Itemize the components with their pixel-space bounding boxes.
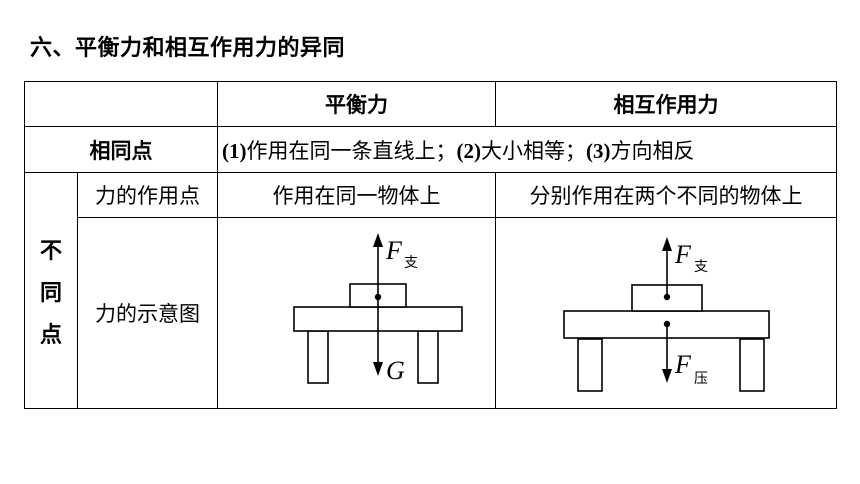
section-heading: 六、平衡力和相互作用力的异同 <box>30 36 346 61</box>
header-row: 平衡力 相互作用力 <box>24 81 837 127</box>
table-leg-left <box>306 330 329 384</box>
force-diagram-label: 力的示意图 <box>77 217 218 409</box>
force-gravity-label: G <box>386 356 405 385</box>
balance-application-point: 作用在同一物体上 <box>217 172 496 218</box>
force-support-label: F <box>674 240 692 269</box>
force-pressure-subscript: 压 <box>694 371 708 387</box>
same-point-1-number: (1) <box>222 138 247 163</box>
same-point-2-text: 大小相等； <box>481 138 586 163</box>
block-contact-dot <box>663 293 671 301</box>
table-leg-left <box>577 338 603 392</box>
same-points-text: (1)作用在同一条直线上；(2)大小相等；(3)方向相反 <box>217 126 837 173</box>
arrow-up-head <box>372 233 383 247</box>
arrow-up-head <box>662 237 672 251</box>
same-point-2-number: (2) <box>456 138 482 163</box>
same-point-1-text: 作用在同一条直线上； <box>246 138 457 163</box>
different-char-3: 点 <box>39 322 62 348</box>
same-point-3-number: (3) <box>586 138 611 163</box>
table-contact-dot <box>663 320 671 328</box>
balance-force-diagram: F 支 G <box>292 233 463 385</box>
interaction-application-point: 分别作用在两个不同的物体上 <box>495 172 837 218</box>
arrow-down-head <box>372 362 383 376</box>
different-char-1: 不 <box>39 238 62 264</box>
force-support-subscript: 支 <box>404 255 418 271</box>
same-point-3-text: 方向相反 <box>610 138 695 163</box>
force-support-label: F <box>385 236 403 265</box>
table-leg-right <box>739 338 765 392</box>
different-char-2: 同 <box>39 280 62 306</box>
table-leg-right <box>416 330 439 384</box>
force-diagram-row: 力的示意图 F 支 G <box>25 217 837 409</box>
header-interaction-force: 相互作用力 <box>495 81 837 127</box>
same-points-row: 相同点 (1)作用在同一条直线上；(2)大小相等；(3)方向相反 <box>24 126 837 173</box>
different-points-label: 不 同 点 <box>24 172 78 409</box>
header-empty-cell <box>24 81 218 127</box>
header-balance-force: 平衡力 <box>217 81 496 127</box>
interaction-diagram-cell: F 支 F 压 <box>495 217 837 409</box>
application-point-dot <box>374 293 381 301</box>
application-point-label: 力的作用点 <box>77 172 218 218</box>
balance-diagram-cell: F 支 G <box>217 217 496 409</box>
comparison-table: 平衡力 相互作用力 相同点 (1)作用在同一条直线上；(2)大小相等；(3)方向… <box>24 81 837 409</box>
interaction-force-diagram: F 支 F 压 <box>563 237 770 392</box>
application-point-row: 不 同 点 力的作用点 作用在同一物体上 分别作用在两个不同的物体上 <box>24 172 837 409</box>
arrow-down-head <box>662 369 672 383</box>
force-pressure-label: F <box>674 350 692 379</box>
same-points-label: 相同点 <box>24 126 218 173</box>
force-support-subscript: 支 <box>694 259 708 275</box>
